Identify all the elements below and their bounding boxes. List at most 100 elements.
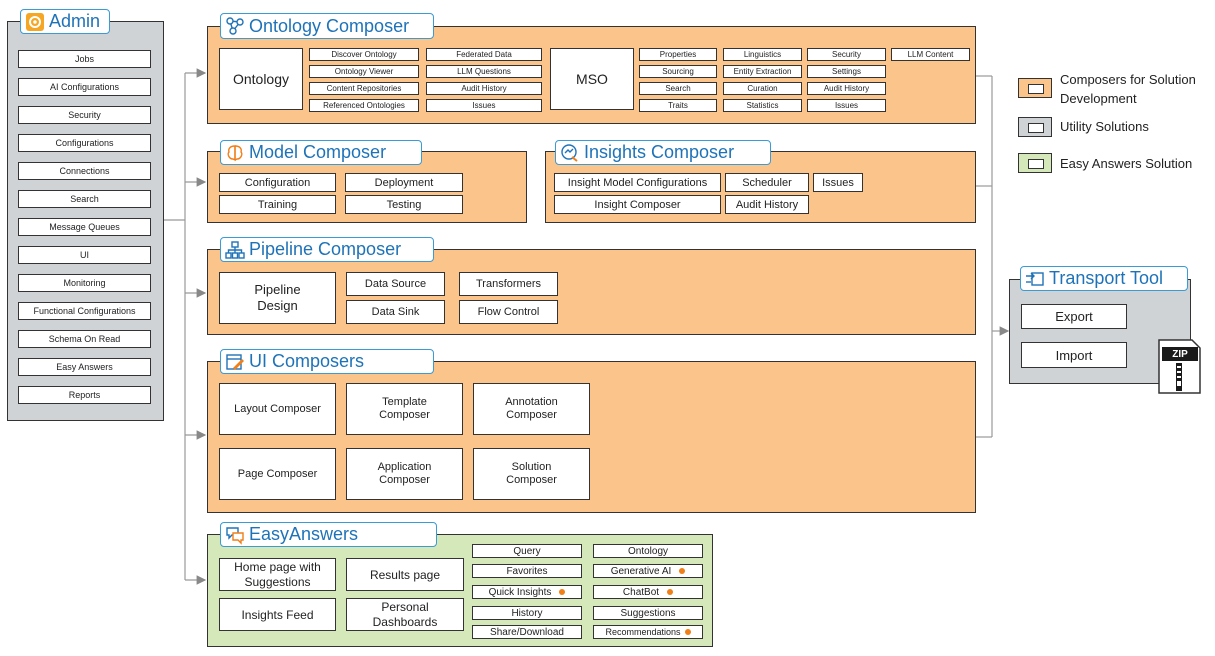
insights-issues-button[interactable]: Issues xyxy=(813,173,863,192)
admin-tab[interactable]: Admin xyxy=(20,9,110,34)
data-sink-button[interactable]: Data Sink xyxy=(346,300,445,324)
mso-linguistics-button[interactable]: Linguistics xyxy=(723,48,802,61)
query-button[interactable]: Query xyxy=(472,544,582,558)
generative-ai-status-dot xyxy=(679,568,686,574)
recommendations-status-dot xyxy=(684,629,691,635)
mso-button[interactable]: MSO xyxy=(550,48,634,110)
data-source-button[interactable]: Data Source xyxy=(346,272,445,296)
insight-composer-button[interactable]: Insight Composer xyxy=(554,195,721,214)
admin-item-functional-configurations[interactable]: Functional Configurations xyxy=(18,302,151,320)
ontology-audit-history-button[interactable]: Audit History xyxy=(426,82,542,95)
export-button[interactable]: Export xyxy=(1021,304,1127,329)
gear-icon xyxy=(25,12,45,32)
mso-security-button[interactable]: Security xyxy=(807,48,886,61)
mso-traits-button[interactable]: Traits xyxy=(639,99,717,112)
share-download-button[interactable]: Share/Download xyxy=(472,625,582,639)
transport-tool-tab[interactable]: Transport Tool xyxy=(1020,266,1188,291)
llm-content-button[interactable]: LLM Content xyxy=(891,48,970,61)
pipeline-design-button[interactable]: Pipeline Design xyxy=(219,272,336,324)
llm-questions-button[interactable]: LLM Questions xyxy=(426,65,542,78)
admin-item-jobs[interactable]: Jobs xyxy=(18,50,151,68)
ontology-composer-tab[interactable]: Ontology Composer xyxy=(220,13,434,39)
generative-ai-button[interactable]: Generative AI xyxy=(593,564,703,578)
annotation-composer-button[interactable]: Annotation Composer xyxy=(473,383,590,435)
insights-feed-button[interactable]: Insights Feed xyxy=(219,598,336,631)
insight-model-configurations-button[interactable]: Insight Model Configurations xyxy=(554,173,721,192)
model-composer-tab[interactable]: Model Composer xyxy=(220,140,422,165)
mso-curation-button[interactable]: Curation xyxy=(723,82,802,95)
history-button[interactable]: History xyxy=(472,606,582,620)
scheduler-button[interactable]: Scheduler xyxy=(725,173,809,192)
zip-label: ZIP xyxy=(1172,348,1188,360)
transformers-button[interactable]: Transformers xyxy=(459,272,558,296)
mso-audit-history-button[interactable]: Audit History xyxy=(807,82,886,95)
pipeline-composer-tab[interactable]: Pipeline Composer xyxy=(220,237,434,262)
admin-item-search[interactable]: Search xyxy=(18,190,151,208)
content-repositories-button[interactable]: Content Repositories xyxy=(309,82,419,95)
admin-item-easy-answers[interactable]: Easy Answers xyxy=(18,358,151,376)
admin-item-schema-on-read[interactable]: Schema On Read xyxy=(18,330,151,348)
recommendations-label: Recommendations xyxy=(605,627,681,637)
template-composer-button[interactable]: Template Composer xyxy=(346,383,463,435)
easy-ontology-button[interactable]: Ontology xyxy=(593,544,703,558)
personal-dashboards-button[interactable]: Personal Dashboards xyxy=(346,598,464,631)
recommendations-button[interactable]: Recommendations xyxy=(593,625,703,639)
suggestions-button[interactable]: Suggestions xyxy=(593,606,703,620)
easyanswers-title: EasyAnswers xyxy=(249,524,359,544)
mso-properties-button[interactable]: Properties xyxy=(639,48,717,61)
testing-button[interactable]: Testing xyxy=(345,195,463,214)
ui-composers-title: UI Composers xyxy=(249,351,365,371)
favorites-button[interactable]: Favorites xyxy=(472,564,582,578)
insights-audit-history-button[interactable]: Audit History xyxy=(725,195,809,214)
legend-label-composers: Composers for Solution Development xyxy=(1060,72,1196,106)
mso-search-button[interactable]: Search xyxy=(639,82,717,95)
chatbot-button[interactable]: ChatBot xyxy=(593,585,703,599)
legend-swatch-easy-answers xyxy=(1018,153,1052,173)
insights-composer-title: Insights Composer xyxy=(584,142,735,162)
mso-issues-button[interactable]: Issues xyxy=(807,99,886,112)
ontology-button[interactable]: Ontology xyxy=(219,48,303,110)
ui-composers-tab[interactable]: UI Composers xyxy=(220,349,434,374)
deployment-button[interactable]: Deployment xyxy=(345,173,463,192)
mso-sourcing-button[interactable]: Sourcing xyxy=(639,65,717,78)
mso-settings-button[interactable]: Settings xyxy=(807,65,886,78)
ontology-composer-title: Ontology Composer xyxy=(249,15,410,36)
legend-label-easy-answers: Easy Answers Solution xyxy=(1060,156,1193,171)
chatbot-status-dot xyxy=(667,589,674,595)
page-composer-button[interactable]: Page Composer xyxy=(219,448,336,500)
insights-icon xyxy=(560,143,580,163)
chat-bubbles-icon xyxy=(225,525,245,545)
brain-icon xyxy=(225,143,245,163)
mso-entity-extraction-button[interactable]: Entity Extraction xyxy=(723,65,802,78)
admin-item-message-queues[interactable]: Message Queues xyxy=(18,218,151,236)
configuration-button[interactable]: Configuration xyxy=(219,173,336,192)
ontology-issues-button[interactable]: Issues xyxy=(426,99,542,112)
admin-item-configurations[interactable]: Configurations xyxy=(18,134,151,152)
edit-layout-icon xyxy=(225,352,245,372)
training-button[interactable]: Training xyxy=(219,195,336,214)
admin-item-connections[interactable]: Connections xyxy=(18,162,151,180)
easyanswers-tab[interactable]: EasyAnswers xyxy=(220,522,437,547)
admin-item-reports[interactable]: Reports xyxy=(18,386,151,404)
layout-composer-button[interactable]: Layout Composer xyxy=(219,383,336,435)
application-composer-button[interactable]: Application Composer xyxy=(346,448,463,500)
solution-composer-button[interactable]: Solution Composer xyxy=(473,448,590,500)
mso-statistics-button[interactable]: Statistics xyxy=(723,99,802,112)
referenced-ontologies-button[interactable]: Referenced Ontologies xyxy=(309,99,419,112)
admin-item-monitoring[interactable]: Monitoring xyxy=(18,274,151,292)
legend-swatch-composers xyxy=(1018,78,1052,98)
discover-ontology-button[interactable]: Discover Ontology xyxy=(309,48,419,61)
home-page-suggestions-button[interactable]: Home page with Suggestions xyxy=(219,558,336,591)
admin-item-ai-configurations[interactable]: AI Configurations xyxy=(18,78,151,96)
admin-item-ui[interactable]: UI xyxy=(18,246,151,264)
admin-item-security[interactable]: Security xyxy=(18,106,151,124)
results-page-button[interactable]: Results page xyxy=(346,558,464,591)
insights-composer-tab[interactable]: Insights Composer xyxy=(555,140,771,165)
federated-data-button[interactable]: Federated Data xyxy=(426,48,542,61)
ontology-viewer-button[interactable]: Ontology Viewer xyxy=(309,65,419,78)
import-button[interactable]: Import xyxy=(1021,342,1127,368)
flow-control-button[interactable]: Flow Control xyxy=(459,300,558,324)
quick-insights-label: Quick Insights xyxy=(488,586,552,598)
quick-insights-button[interactable]: Quick Insights xyxy=(472,585,582,599)
